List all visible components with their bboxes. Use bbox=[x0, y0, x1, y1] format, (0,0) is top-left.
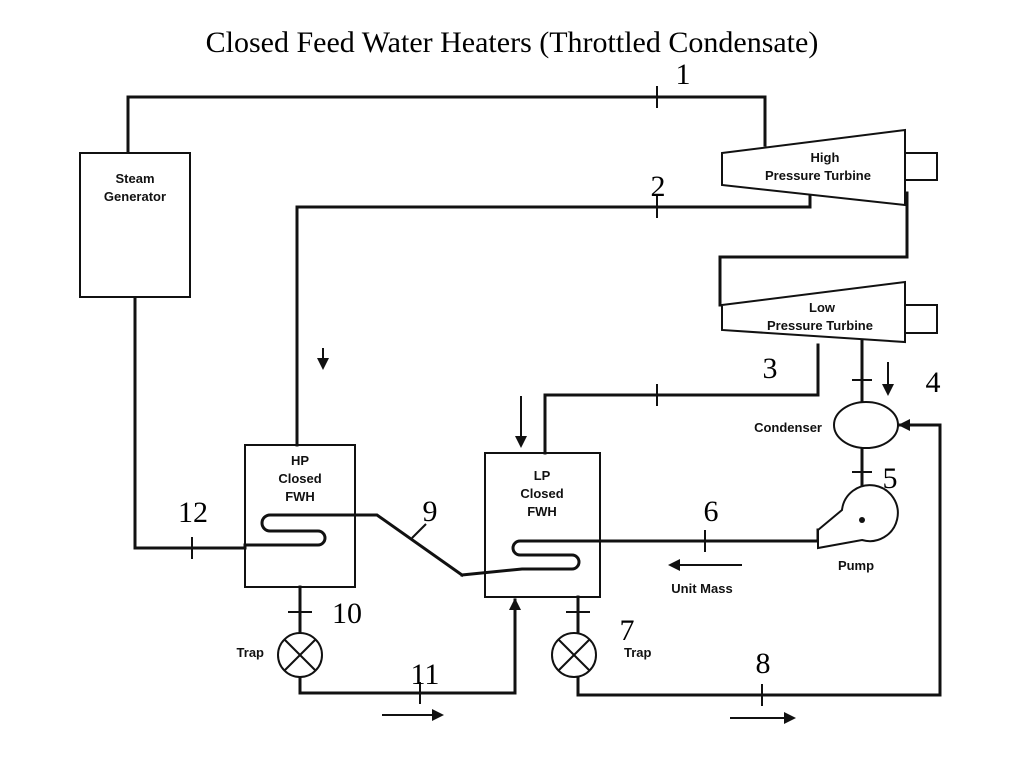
state-10: 10 bbox=[332, 597, 362, 630]
arrow-into-condenser bbox=[898, 419, 910, 431]
pipe-lpt-extraction bbox=[543, 343, 820, 455]
arrow-right-11 bbox=[382, 709, 444, 721]
state-8: 8 bbox=[756, 647, 771, 680]
lp-fwh-label-2: Closed bbox=[520, 486, 563, 501]
condenser: Condenser bbox=[754, 401, 899, 449]
arrow-unit-mass bbox=[668, 559, 742, 571]
trap-hp-label: Trap bbox=[237, 645, 265, 660]
diagram-title: Closed Feed Water Heaters (Throttled Con… bbox=[206, 26, 819, 59]
state-9: 9 bbox=[423, 495, 438, 528]
lp-fwh-label-3: FWH bbox=[527, 504, 557, 519]
steam-generator-label-1: Steam bbox=[115, 171, 154, 186]
state-4: 4 bbox=[926, 366, 941, 399]
hp-turbine-label-2: Pressure Turbine bbox=[765, 168, 871, 183]
trap-lp: Trap bbox=[551, 632, 652, 678]
arrow-up-lp-fwh bbox=[509, 598, 521, 610]
state-6: 6 bbox=[704, 495, 719, 528]
state-2: 2 bbox=[651, 170, 666, 203]
lp-turbine: Low Pressure Turbine bbox=[721, 280, 938, 344]
trap-hp: Trap bbox=[237, 632, 323, 678]
hp-fwh-label-1: HP bbox=[291, 453, 309, 468]
condenser-label: Condenser bbox=[754, 420, 822, 435]
lp-fwh-label-1: LP bbox=[534, 468, 551, 483]
arrow-down-hp-extraction bbox=[317, 348, 329, 370]
arrow-down-condenser bbox=[882, 362, 894, 396]
steam-generator-label-2: Generator bbox=[104, 189, 166, 204]
unit-mass-label: Unit Mass bbox=[671, 581, 732, 596]
hp-fwh-label-3: FWH bbox=[285, 489, 315, 504]
hp-fwh-label-2: Closed bbox=[278, 471, 321, 486]
lp-turbine-label-1: Low bbox=[809, 300, 836, 315]
hp-turbine-label-1: High bbox=[811, 150, 840, 165]
state-3: 3 bbox=[763, 352, 778, 385]
lpfwh-coil bbox=[460, 539, 581, 577]
hp-turbine: High Pressure Turbine bbox=[721, 128, 938, 207]
steam-generator: Steam Generator bbox=[79, 152, 191, 298]
flow-arrows: Unit Mass bbox=[317, 348, 910, 724]
lp-closed-fwh: LP Closed FWH bbox=[484, 452, 601, 598]
state-ticks bbox=[191, 86, 872, 706]
pipe-crossover bbox=[321, 513, 465, 578]
lp-turbine-label-2: Pressure Turbine bbox=[767, 318, 873, 333]
hp-closed-fwh: HP Closed FWH bbox=[244, 444, 356, 588]
state-5: 5 bbox=[883, 462, 898, 495]
pipe-sg-to-hpt bbox=[126, 95, 767, 155]
trap-lp-label: Trap bbox=[624, 645, 652, 660]
pipe-lptrap-to-condenser bbox=[576, 423, 942, 697]
state-1: 1 bbox=[676, 58, 691, 91]
state-12: 12 bbox=[178, 496, 208, 529]
pipe-pump-to-lpfwh bbox=[576, 528, 820, 543]
pipe-hptrap-to-lpfwh bbox=[298, 598, 517, 695]
arrow-down-lp-extraction bbox=[515, 396, 527, 448]
state-numbers: 1 2 3 4 5 6 7 8 9 10 11 12 bbox=[178, 58, 941, 691]
pump-label: Pump bbox=[838, 558, 874, 573]
pipe-hpt-extraction bbox=[295, 191, 812, 447]
hpfwh-coil bbox=[243, 513, 327, 547]
arrow-right-8 bbox=[730, 712, 796, 724]
pipe-hpfwh-to-sg bbox=[133, 295, 247, 550]
state-11: 11 bbox=[411, 658, 440, 691]
pump: Pump bbox=[817, 484, 899, 573]
state-7: 7 bbox=[620, 614, 635, 647]
